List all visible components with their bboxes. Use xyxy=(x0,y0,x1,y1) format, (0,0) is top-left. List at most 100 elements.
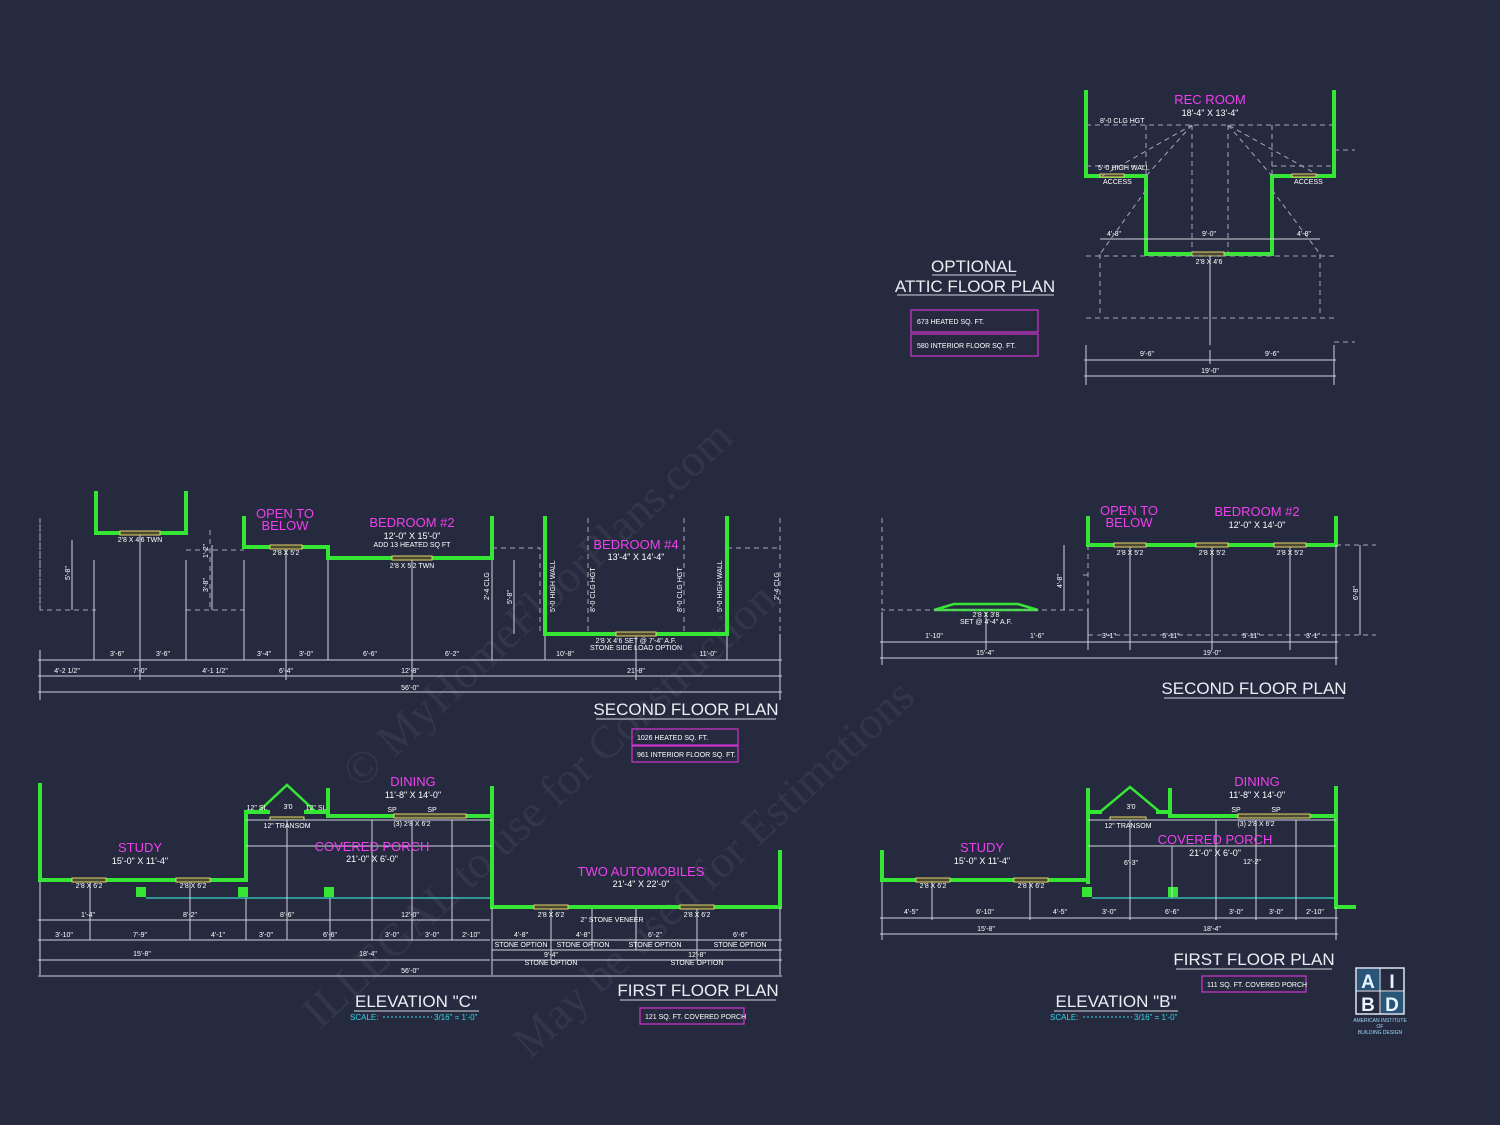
first-c-g-c: 6'-2" xyxy=(648,932,662,939)
second-floor-plan-c: OPEN TO BELOW BEDROOM #2 12'-0" X 15'-0"… xyxy=(38,491,782,763)
second-c-v-clg-right: 2'-4 CLG xyxy=(774,572,781,600)
first-b-r2-a: 15'-8" xyxy=(977,926,995,933)
second-b-d4: 5'-11" xyxy=(1162,633,1180,640)
first-b-dining-dims: 11'-8" X 14'-0" xyxy=(1229,790,1285,800)
first-c-r3-b: 18'-4" xyxy=(359,951,377,958)
second-b-dormer xyxy=(933,602,1039,612)
second-floor-plan-b: OPEN TO BELOW BEDROOM #2 12'-0" X 14'-0"… xyxy=(880,503,1376,699)
first-b-r2-b: 18'-4" xyxy=(1203,926,1221,933)
second-c-high-wall-right: 5'-0 HIGH WALL xyxy=(717,560,724,612)
second-c-v-3-8: 3'-8" xyxy=(203,578,210,592)
first-c-window-garage-2 xyxy=(679,904,715,910)
first-b-scale-value: 3/16" = 1'-0" xyxy=(1134,1013,1178,1022)
attic-dim-left: 4'-8" xyxy=(1107,231,1121,238)
first-b-ext-lines xyxy=(881,819,1337,940)
second-c-d3: 3'-4" xyxy=(257,651,271,658)
aibd-logo-letter-a: A xyxy=(1361,972,1375,993)
first-b-sp-1: SP xyxy=(1231,807,1241,814)
first-c-sl-right: 12" SL xyxy=(306,805,327,812)
first-c-title: FIRST FLOOR PLAN xyxy=(617,981,778,1000)
first-c-door-label: 3'0 xyxy=(283,804,292,811)
attic-access-right-label: ACCESS xyxy=(1294,179,1323,186)
second-b-e2: 19'-0" xyxy=(1203,650,1221,657)
first-floor-plan-c: DINING 11'-8" X 14'-0" STUDY 15'-0" X 11… xyxy=(38,774,782,1025)
aibd-logo: A I B D AMERICAN INSTITUTE OF BUILDING D… xyxy=(1353,967,1407,1036)
second-c-window-a xyxy=(119,530,161,536)
attic-interior-box xyxy=(910,333,1039,357)
first-b-scale-label: SCALE: xyxy=(1050,1013,1078,1022)
first-c-stone-opt-5: STONE OPTION xyxy=(525,960,578,967)
attic-dim-center: 9'-0" xyxy=(1202,231,1216,238)
first-b-win-dining: (3) 2'8 X 6'2 xyxy=(1237,821,1274,828)
first-c-window-garage-1 xyxy=(533,904,569,910)
first-c-elevation-title: ELEVATION "C" xyxy=(355,992,477,1011)
first-c-window-dining xyxy=(393,813,467,819)
first-c-r3-a: 15'-8" xyxy=(133,951,151,958)
first-b-v2: 12'-2" xyxy=(1243,859,1261,866)
second-c-interior: 961 INTERIOR FLOOR SQ. FT. xyxy=(637,752,736,759)
first-b-win-s2: 2'8 X 6'2 xyxy=(1018,883,1045,890)
second-c-window-c xyxy=(391,555,433,561)
second-b-v-right: 6'-8" xyxy=(1353,586,1360,600)
first-c-garage-dims: 21'-4" X 22'-0" xyxy=(613,879,670,889)
first-c-stone-opt-1: STONE OPTION xyxy=(495,942,548,949)
first-c-r1-d: 12'-0" xyxy=(401,912,419,919)
second-c-d4: 3'-0" xyxy=(299,651,313,658)
first-c-r2-e: 6'-6" xyxy=(323,932,337,939)
attic-dim-lines xyxy=(1084,256,1336,385)
second-b-set-label-2: SET @ 4'-4" A.F. xyxy=(960,619,1012,626)
first-c-r1-b: 8'-2" xyxy=(183,912,197,919)
first-c-r2-b: 7'-9" xyxy=(133,932,147,939)
second-c-heated-box xyxy=(631,728,739,746)
first-b-title: FIRST FLOOR PLAN xyxy=(1173,950,1334,969)
second-c-bed4-name: BEDROOM #4 xyxy=(593,537,678,552)
first-b-dim-rows xyxy=(880,917,1338,935)
attic-heated: 673 HEATED SQ. FT. xyxy=(917,319,984,326)
first-b-dining-name: DINING xyxy=(1234,774,1280,789)
first-b-v1: 6'-3" xyxy=(1124,860,1138,867)
second-b-set-label-1: 2'8 X 3'8 xyxy=(973,612,1000,619)
second-c-d1: 3'-6" xyxy=(110,651,124,658)
first-c-column-3 xyxy=(324,887,334,897)
first-b-r1-f: 3'-0" xyxy=(1229,909,1243,916)
first-c-entry-door-arch xyxy=(257,783,317,813)
second-c-dim-rows xyxy=(38,650,782,700)
first-b-win-s1: 2'8 X 6'2 xyxy=(920,883,947,890)
first-c-sp-1: SP xyxy=(387,807,397,814)
first-c-garage-name: TWO AUTOMOBILES xyxy=(578,864,705,879)
first-b-r1-d: 3'-0" xyxy=(1102,909,1116,916)
second-b-win-a: 2'8 X 5'2 xyxy=(1117,550,1144,557)
first-b-door-label: 3'0 xyxy=(1126,804,1135,811)
first-c-r2-a: 3'-10" xyxy=(55,932,73,939)
second-b-d5: 5'-11" xyxy=(1242,633,1260,640)
second-c-high-wall-left: 5'-0 HIGH WALL xyxy=(550,560,557,612)
attic-access-left xyxy=(1099,173,1125,178)
first-floor-plan-b: DINING 11'-8" X 14'-0" STUDY 15'-0" X 11… xyxy=(880,774,1356,1022)
first-c-window-study-1 xyxy=(71,877,107,883)
second-c-open-line-1: OPEN TO xyxy=(256,506,314,521)
attic-floor-plan: REC ROOM 18'-4" X 13'-4" 8'-0 CLG HGT 5'… xyxy=(895,90,1355,385)
second-b-dashed xyxy=(881,518,1376,636)
aibd-logo-letter-b: B xyxy=(1361,995,1375,1016)
first-c-total: 56'-0" xyxy=(401,968,419,975)
first-b-window-study-1 xyxy=(915,877,951,883)
second-c-win-c: 2'8 X 5'2 TWN xyxy=(390,563,435,570)
first-c-dining-dims: 11'-8" X 14'-0" xyxy=(385,790,441,800)
first-b-study-name: STUDY xyxy=(960,840,1004,855)
first-c-scale-value: 3/16" = 1'-0" xyxy=(434,1013,478,1022)
attic-heated-box xyxy=(910,309,1039,333)
first-c-stone-opt-4: STONE OPTION xyxy=(714,942,767,949)
second-c-window-b xyxy=(269,544,303,550)
first-c-g-b: 4'-8" xyxy=(576,932,590,939)
first-c-r2-c: 4'-1" xyxy=(211,932,225,939)
first-c-g-d: 6'-6" xyxy=(733,932,747,939)
second-c-dashed xyxy=(39,518,781,634)
second-c-heated: 1026 HEATED SQ. FT. xyxy=(637,735,708,742)
first-c-study-dims: 15'-0" X 11'-4" xyxy=(112,856,168,866)
second-c-d5: 6'-6" xyxy=(363,651,377,658)
first-c-dim-rows xyxy=(38,919,782,977)
second-b-e1: 15'-4" xyxy=(976,650,994,657)
first-b-r1-h: 2'-10" xyxy=(1306,909,1324,916)
first-c-win-s1: 2'8 X 6'2 xyxy=(76,883,103,890)
first-b-porch-sqft: 111 SQ. FT. COVERED PORCH xyxy=(1207,982,1307,989)
